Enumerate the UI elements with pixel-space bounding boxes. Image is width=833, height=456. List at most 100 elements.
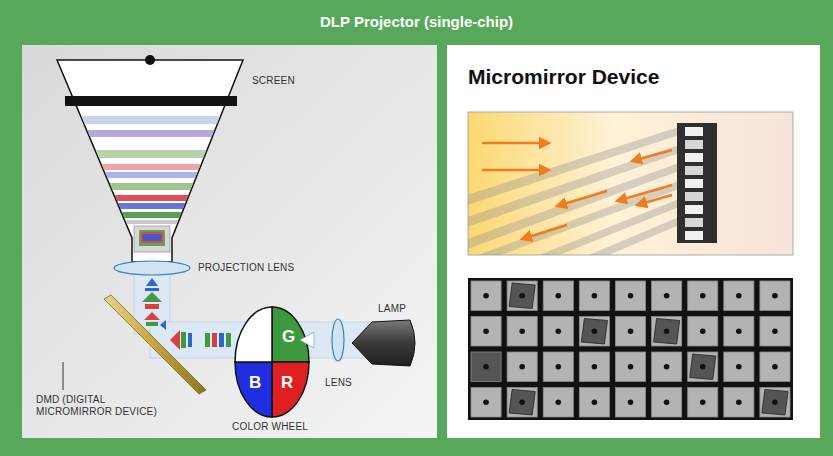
segment-letter: B bbox=[249, 373, 261, 393]
color-wheel bbox=[235, 362, 272, 417]
mirror-tile bbox=[519, 293, 525, 299]
beam-arrows bbox=[144, 312, 160, 320]
mirror-cell bbox=[685, 179, 703, 188]
mirror-tile bbox=[579, 281, 609, 311]
mirror-tile bbox=[652, 281, 682, 311]
screen-cone bbox=[40, 116, 260, 124]
light-arrows bbox=[637, 195, 672, 205]
screen-cone bbox=[40, 195, 260, 201]
mirror-tile bbox=[579, 388, 609, 418]
screen-cone bbox=[134, 226, 170, 252]
light-arrows bbox=[522, 225, 567, 239]
screen-cone bbox=[40, 130, 260, 137]
mirror-tile bbox=[519, 328, 525, 334]
reflected-bands bbox=[577, 217, 679, 255]
beam-arrows bbox=[146, 278, 158, 286]
mirror-cell bbox=[685, 127, 703, 240]
screen-cone bbox=[40, 183, 260, 190]
mirror-cell bbox=[685, 205, 703, 214]
beam-arrows bbox=[170, 330, 180, 350]
mirror-tile bbox=[592, 399, 598, 405]
light-arrows bbox=[482, 169, 549, 172]
part-label: SCREEN bbox=[252, 75, 295, 87]
mirror-tile bbox=[654, 319, 680, 345]
mirror-tile bbox=[772, 364, 778, 370]
mirror-tile bbox=[688, 388, 718, 418]
screen-cone bbox=[143, 234, 161, 241]
mirror-tile bbox=[664, 364, 670, 370]
beam-arrows bbox=[145, 288, 159, 291]
mirror-tile bbox=[760, 388, 790, 418]
reflected-bands bbox=[468, 127, 679, 205]
screen-cone bbox=[145, 55, 155, 65]
light-arrows bbox=[557, 191, 607, 206]
mirror-tile bbox=[690, 354, 716, 380]
leader-line bbox=[63, 362, 64, 390]
color-wheel bbox=[272, 362, 309, 417]
mirror-tile bbox=[543, 317, 573, 347]
mirror-tile bbox=[652, 352, 682, 382]
beam-arrows bbox=[205, 333, 210, 347]
mirror-tile bbox=[664, 399, 670, 405]
mirror-tile bbox=[555, 293, 561, 299]
mirror-tile bbox=[509, 283, 535, 309]
mirror-tile bbox=[688, 281, 718, 311]
mirror-cell bbox=[685, 127, 703, 136]
mirror-cell bbox=[685, 218, 703, 227]
mirror-tile bbox=[543, 281, 573, 311]
micromirror-illustration bbox=[447, 45, 820, 438]
mirror-tile bbox=[483, 293, 489, 299]
mirror-tile bbox=[579, 352, 609, 382]
part-label: DMD (DIGITAL MICROMIRROR DEVICE) bbox=[36, 394, 161, 417]
part-label: LAMP bbox=[378, 303, 406, 315]
beam-arrows bbox=[212, 333, 217, 347]
segment-letter: R bbox=[281, 373, 293, 393]
mirror-tile bbox=[772, 399, 778, 405]
condenser-lens bbox=[332, 319, 344, 361]
mirror-cell bbox=[685, 231, 703, 240]
mirror-tile bbox=[581, 319, 607, 345]
mirror-tile bbox=[762, 390, 788, 416]
mirror-column bbox=[677, 123, 717, 243]
mirror-tile bbox=[555, 328, 561, 334]
screen-cone bbox=[57, 60, 243, 262]
part-label: LENS bbox=[325, 377, 352, 389]
mirror-tile bbox=[700, 364, 706, 370]
mirror-tile bbox=[664, 293, 670, 299]
screen-cone bbox=[40, 150, 260, 158]
mirror-tile bbox=[471, 281, 790, 417]
mirror-tile bbox=[483, 364, 489, 370]
screen-cone bbox=[40, 172, 260, 178]
mirror-tile bbox=[628, 328, 634, 334]
mirror-tile bbox=[543, 388, 573, 418]
mirror-tile bbox=[688, 317, 718, 347]
mirror-tile bbox=[507, 388, 537, 418]
mirror-tile bbox=[509, 390, 535, 416]
mirror-tile bbox=[688, 352, 718, 382]
mirror-tile bbox=[519, 364, 525, 370]
panel-heading: Micromirror Device bbox=[468, 65, 659, 89]
mirror-tile bbox=[615, 352, 645, 382]
mirror-tile bbox=[592, 364, 598, 370]
beam-arrows bbox=[160, 320, 166, 330]
screen-cone bbox=[40, 55, 260, 262]
color-wheel bbox=[235, 307, 309, 417]
beam-arrows bbox=[142, 292, 162, 302]
mirror-tile bbox=[772, 293, 778, 299]
mirror-tile bbox=[471, 352, 501, 382]
beam-arrows bbox=[219, 333, 224, 347]
mirror-tile bbox=[724, 388, 754, 418]
mirror-tile bbox=[543, 352, 573, 382]
mirror-tile bbox=[760, 352, 790, 382]
title: DLP Projector (single-chip) bbox=[320, 13, 513, 30]
screen-cone bbox=[40, 220, 260, 224]
mirror-tile bbox=[736, 399, 742, 405]
mirror-tile bbox=[628, 293, 634, 299]
screen-cone bbox=[40, 164, 260, 170]
mirror-tile bbox=[615, 388, 645, 418]
beam-arrows bbox=[188, 333, 192, 347]
color-wheel bbox=[235, 307, 272, 362]
beam-arrows bbox=[226, 333, 231, 347]
mirror-tile bbox=[471, 281, 501, 311]
